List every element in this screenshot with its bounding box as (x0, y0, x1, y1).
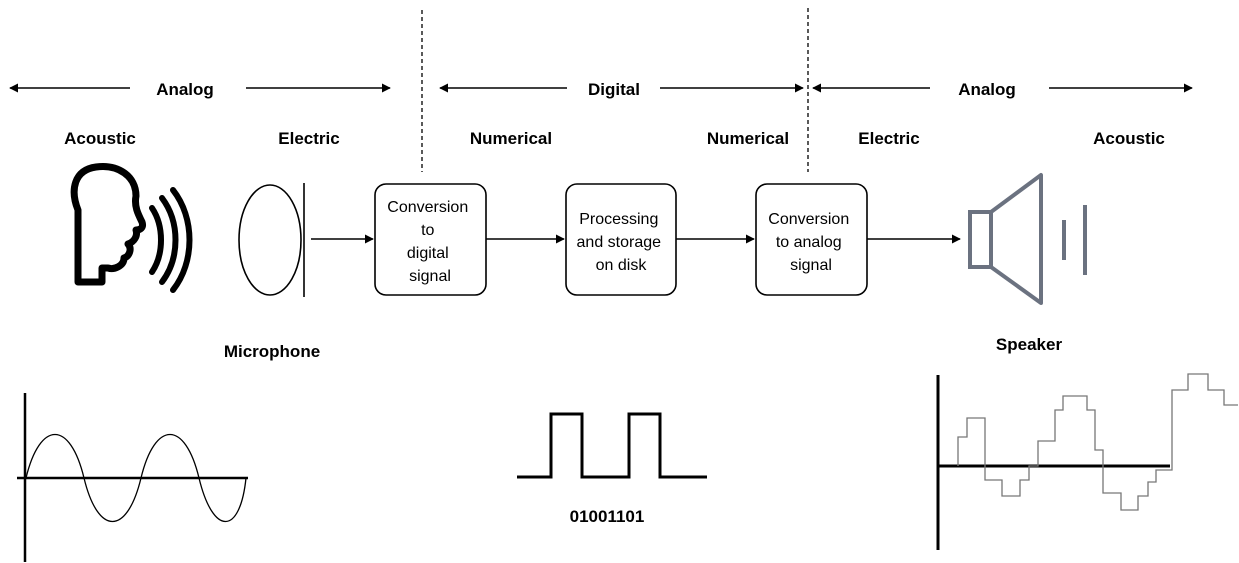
processing-box-line: on disk (596, 257, 648, 274)
processing-box-line: Processing (579, 211, 658, 228)
domain-label-numerical-left: Numerical (470, 129, 552, 148)
domain-label-electric-right: Electric (858, 129, 919, 148)
range-label-analog-right: Analog (958, 80, 1016, 99)
analog-sine-plot (17, 393, 248, 562)
digital-pulse-plot: 01001101 (517, 412, 707, 526)
domain-label-acoustic-right: Acoustic (1093, 129, 1165, 148)
adc-box-line: to (421, 222, 434, 239)
adc-box-line: signal (409, 268, 451, 285)
range-label-analog-left: Analog (156, 80, 214, 99)
adc-box: Conversion to digital signal (374, 183, 487, 296)
staircase-wave (957, 373, 1238, 511)
range-label-digital: Digital (588, 80, 640, 99)
processing-box-line: and storage (577, 234, 662, 251)
binary-code-label: 01001101 (570, 507, 645, 526)
dac-box-line: signal (790, 257, 832, 274)
staircase-signal-plot (936, 373, 1238, 550)
adc-box-line: digital (407, 245, 449, 262)
domain-label-electric-left: Electric (278, 129, 339, 148)
dac-box-line: Conversion (768, 211, 849, 228)
digital-pulse-wave (517, 412, 707, 479)
dac-box-line: to analog (776, 234, 842, 251)
speaker-icon (968, 173, 1087, 305)
device-label-microphone: Microphone (224, 342, 320, 361)
speaking-head-icon (70, 163, 193, 293)
domain-label-acoustic-left: Acoustic (64, 129, 136, 148)
svg-text:Processing and storage: Processing and storage on disk (577, 211, 666, 274)
domain-label-numerical-right: Numerical (707, 129, 789, 148)
svg-text:Conversion to analog: Conversion to analog signal (768, 211, 853, 274)
adc-box-line: Conversion (387, 199, 468, 216)
dac-box: Conversion to analog signal (755, 183, 868, 296)
microphone-icon (238, 183, 305, 297)
sine-wave (25, 434, 247, 522)
svg-text:Conversion to digi: Conversion to digital signal (387, 199, 472, 285)
processing-box: Processing and storage on disk (565, 183, 677, 296)
device-label-speaker: Speaker (996, 335, 1063, 354)
